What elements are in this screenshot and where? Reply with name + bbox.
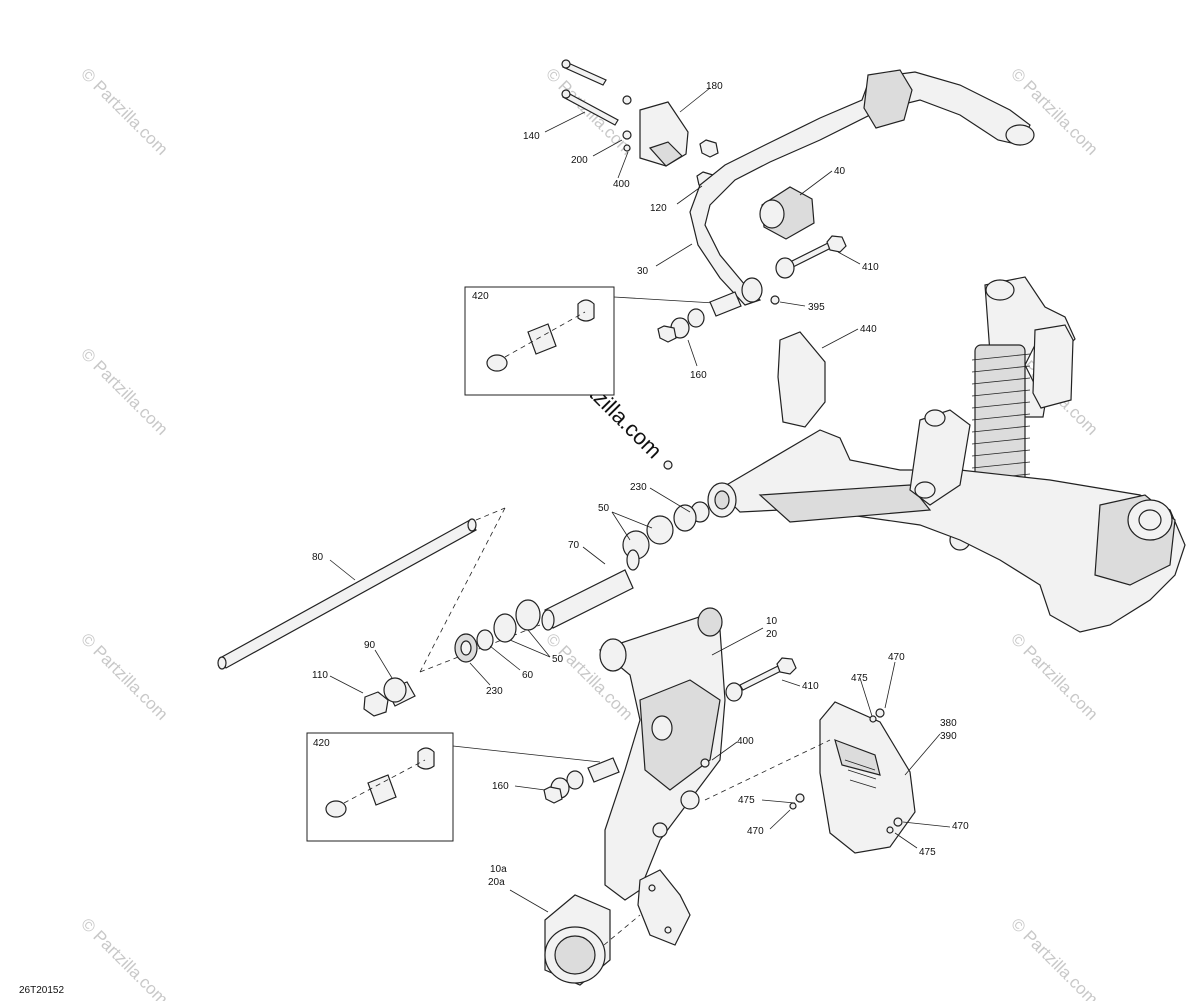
watermark: © Partzilla.com <box>77 629 171 723</box>
lower-trailing-arm <box>598 607 797 901</box>
inset-box-420-top <box>464 286 742 396</box>
callout-230-lower: 230 <box>486 686 503 697</box>
watermark: © Partzilla.com <box>77 344 171 438</box>
callout-410: 410 <box>862 262 879 273</box>
callout-420-lower: 420 <box>313 738 330 749</box>
callout-475-mid: 475 <box>738 795 755 806</box>
callout-475: 475 <box>851 673 868 684</box>
callout-200: 200 <box>571 155 588 166</box>
skid-guard <box>704 701 916 854</box>
watermark: © Partzilla.com <box>1007 629 1101 723</box>
upper-trailing-arm <box>541 409 1186 633</box>
lower-bushings <box>363 599 541 717</box>
watermark: © Partzilla.com <box>1007 914 1101 1001</box>
callout-110: 110 <box>312 670 328 681</box>
hub-bushing <box>544 869 691 986</box>
callout-475-bottom: 475 <box>919 847 936 858</box>
callout-50: 50 <box>598 503 610 514</box>
callout-160: 160 <box>690 370 707 381</box>
callout-120: 120 <box>650 203 667 214</box>
watermark: © Partzilla.com <box>77 64 171 158</box>
inset-box-420-bottom <box>306 732 620 842</box>
callout-10a: 10a <box>490 864 507 875</box>
callout-420: 420 <box>472 291 489 302</box>
callout-90: 90 <box>364 640 376 651</box>
callout-20a: 20a <box>488 877 505 888</box>
callout-395: 395 <box>808 302 825 313</box>
callout-140: 140 <box>523 131 540 142</box>
callout-20: 20 <box>766 629 778 640</box>
axle-shaft <box>217 507 541 673</box>
callout-30: 30 <box>637 266 649 277</box>
leader-lines <box>329 87 951 913</box>
callout-40: 40 <box>834 166 846 177</box>
callout-70: 70 <box>568 540 580 551</box>
watermark: © Partzilla.com <box>77 914 171 1001</box>
callout-180: 180 <box>706 81 723 92</box>
callout-80: 80 <box>312 552 324 563</box>
diagram-id: 26T20152 <box>19 985 64 996</box>
callout-160-lower: 160 <box>492 781 509 792</box>
callout-400: 400 <box>613 179 630 190</box>
callout-470-right: 470 <box>952 821 969 832</box>
callout-390: 390 <box>940 731 957 742</box>
callout-60: 60 <box>522 670 534 681</box>
callout-470: 470 <box>888 652 905 663</box>
callout-440: 440 <box>860 324 877 335</box>
sway-bar-assembly <box>561 59 1035 428</box>
callout-50-lower: 50 <box>552 654 564 665</box>
callout-labels: 180 140 200 400 120 40 410 30 395 420 16… <box>312 81 969 888</box>
callout-380: 380 <box>940 718 957 729</box>
callout-470-mid: 470 <box>747 826 764 837</box>
callout-230: 230 <box>630 482 647 493</box>
callout-400-lower: 400 <box>737 736 754 747</box>
callout-10: 10 <box>766 616 778 627</box>
callout-410-lower: 410 <box>802 681 819 692</box>
